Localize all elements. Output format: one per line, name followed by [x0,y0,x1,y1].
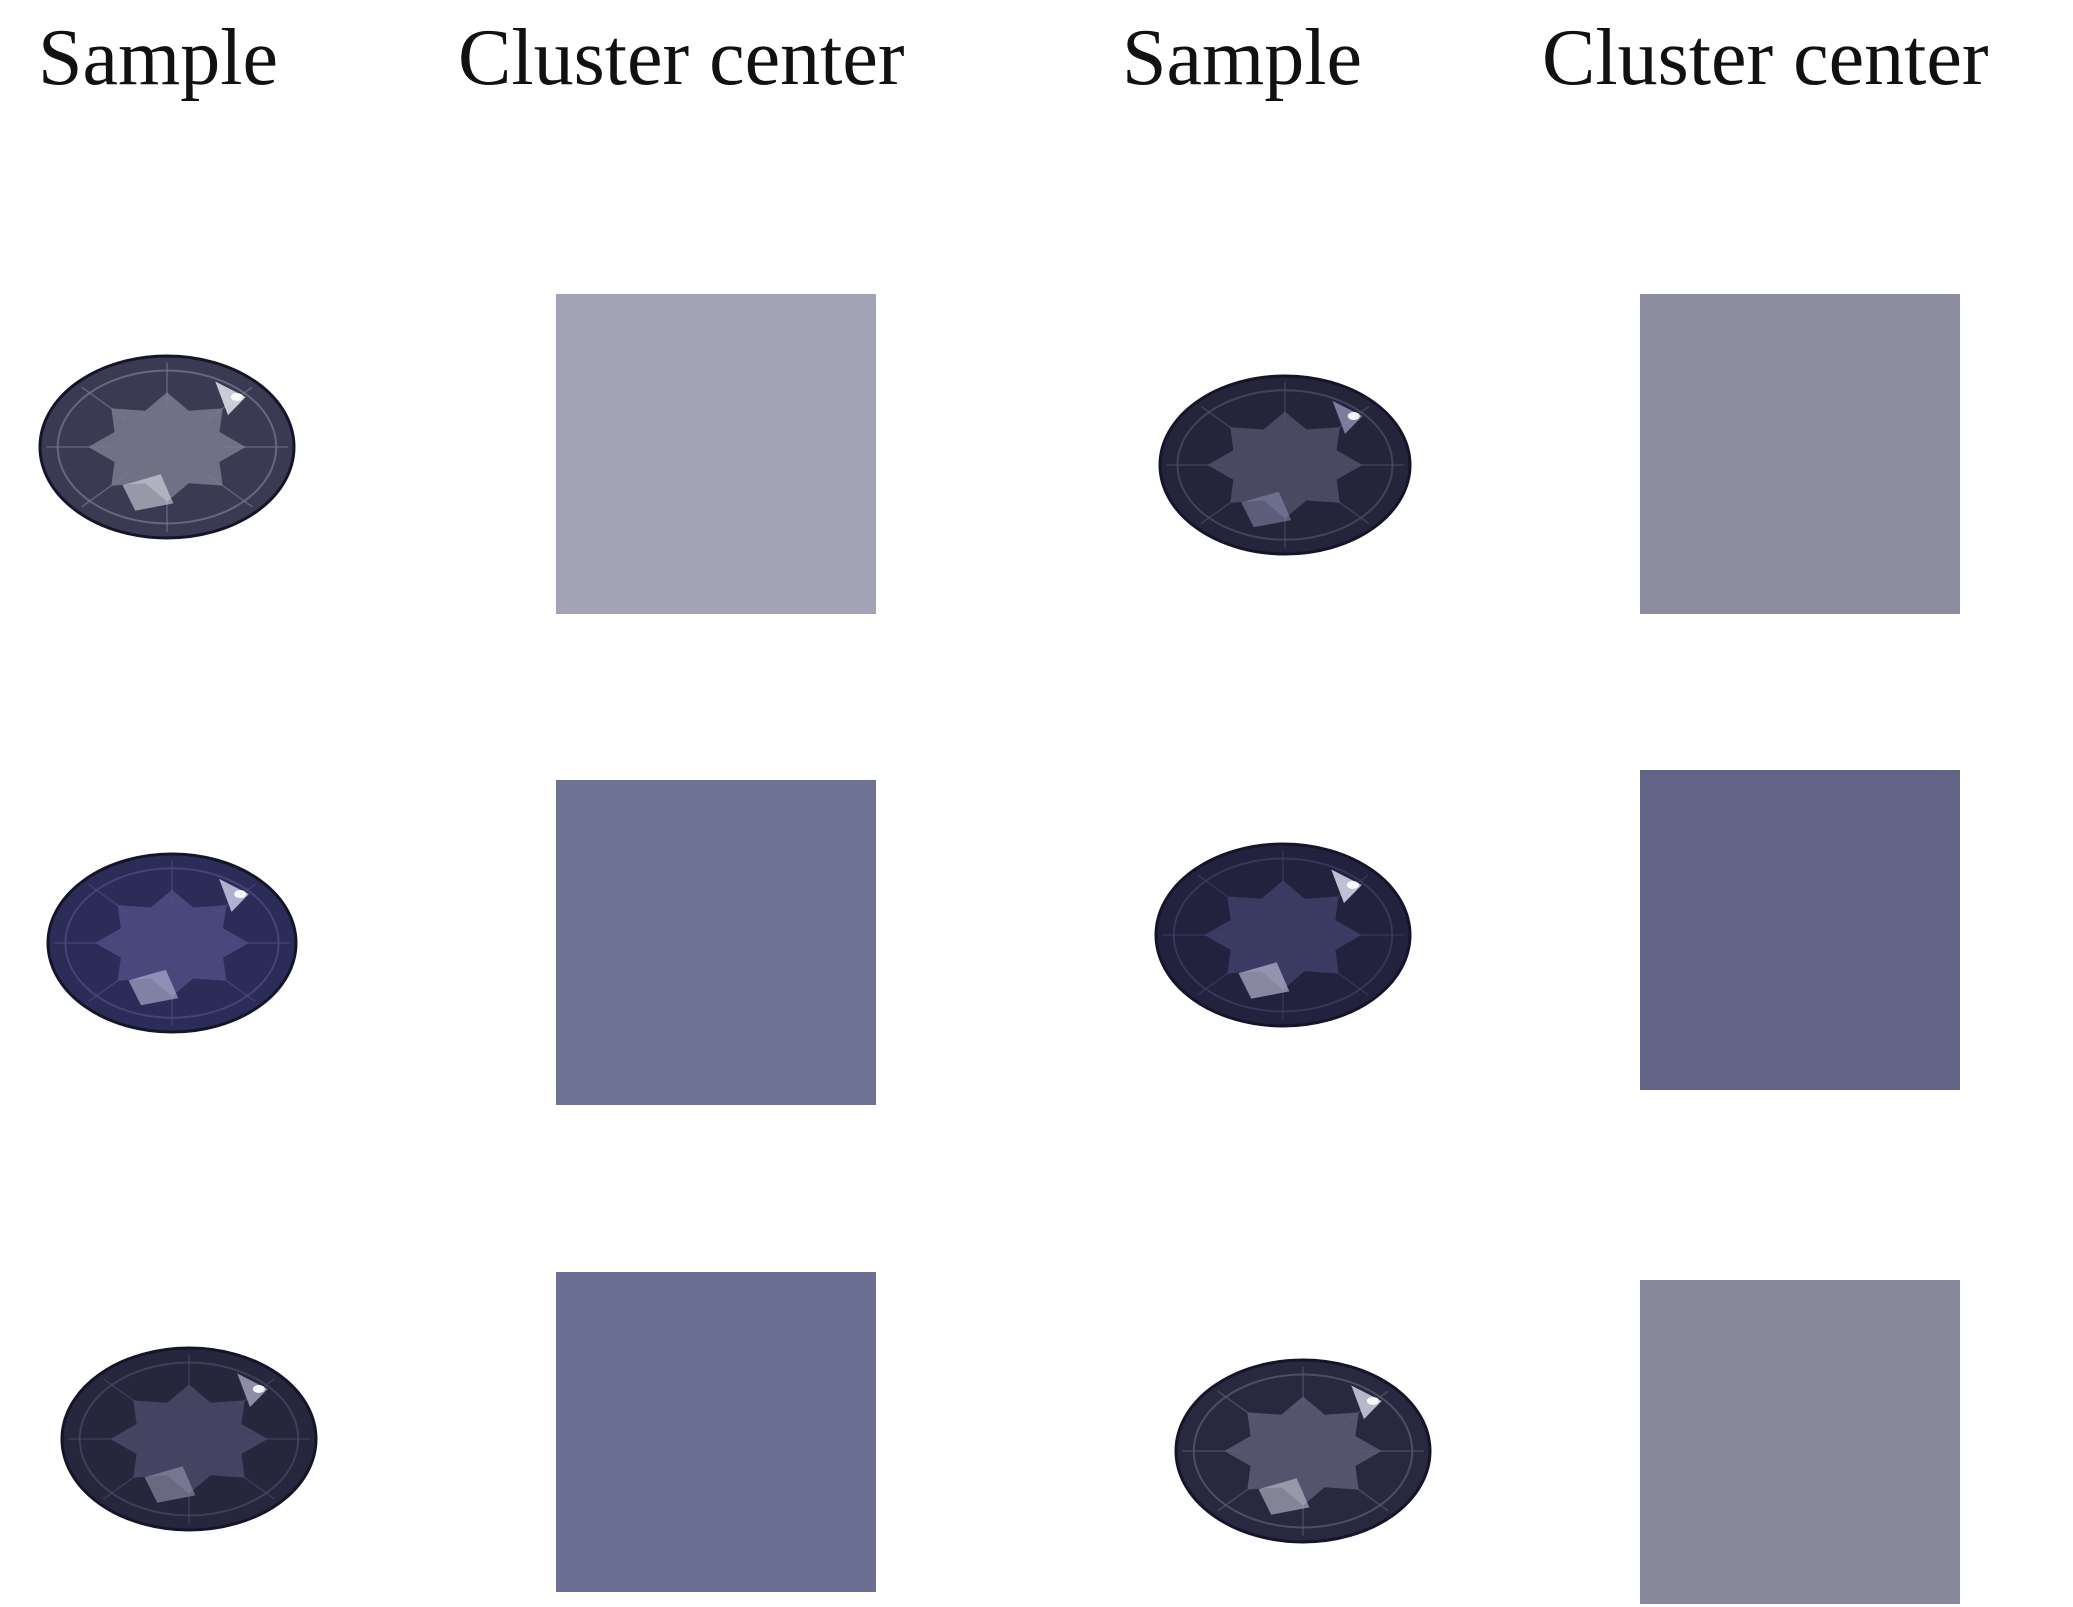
cluster-center-swatch-right-2 [1640,770,1960,1090]
sample-gem-left-2 [44,850,300,1036]
column-header-cluster-center-right: Cluster center [1542,14,1989,102]
column-header-sample-right: Sample [1122,14,1362,102]
sample-gem-right-2 [1152,840,1414,1030]
column-header-cluster-center-left: Cluster center [458,14,905,102]
sample-gem-right-1 [1156,372,1414,558]
cluster-center-swatch-left-1 [556,294,876,614]
cluster-center-swatch-left-3 [556,1272,876,1592]
sample-gem-left-3 [58,1344,320,1534]
cluster-center-swatch-right-1 [1640,294,1960,614]
column-header-sample-left: Sample [38,14,278,102]
sample-gem-right-3 [1172,1356,1434,1546]
cluster-center-swatch-right-3 [1640,1280,1960,1604]
cluster-center-swatch-left-2 [556,780,876,1105]
sample-gem-left-1 [36,352,298,542]
